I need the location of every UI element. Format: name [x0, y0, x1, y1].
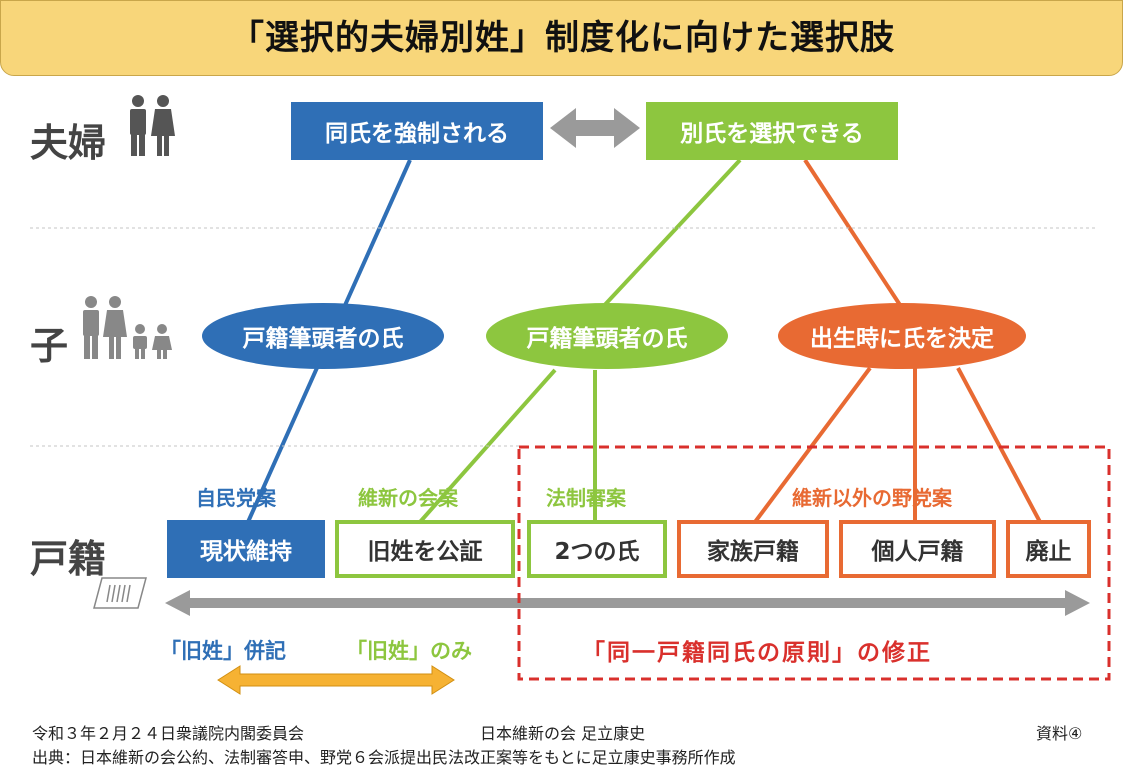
register-card-icon	[93, 577, 147, 609]
footer-author: 日本維新の会 足立康史	[480, 724, 646, 743]
double-arrow-top	[550, 108, 640, 148]
party-label-ldp: 自民党案	[196, 486, 276, 510]
option-abolish: 廃止	[1006, 520, 1091, 578]
party-label-ishin: 維新の会案	[358, 486, 458, 510]
red-dashed-region	[517, 445, 1111, 681]
option-individual-register: 個人戸籍	[839, 520, 996, 578]
row-label-family-register: 戸籍	[30, 537, 107, 581]
blue-ellipse-head-name: 戸籍筆頭者の氏	[202, 303, 444, 369]
option-two-names: 2つの氏	[527, 520, 667, 578]
title-banner	[0, 0, 1123, 76]
orange-connector-1	[753, 366, 872, 524]
row-label-couple: 夫婦	[30, 121, 107, 165]
footer-document-number: 資料④	[1036, 724, 1083, 743]
label-joint-maiden-name: 「旧姓」併記	[160, 639, 286, 663]
family-icon	[83, 296, 172, 359]
orange-connector-3	[956, 367, 1042, 523]
page-title: 「選択的夫婦別姓」制度化に向けた選択肢	[230, 18, 895, 58]
choose-separate-name-box: 別氏を選択できる	[646, 102, 898, 160]
orange-connector-top	[803, 158, 902, 307]
orange-ellipse-birth-decision: 出生時に氏を決定	[778, 303, 1026, 369]
option-status-quo: 現状維持	[167, 520, 325, 578]
label-maiden-only: 「旧姓」のみ	[346, 639, 472, 663]
footer-source: 出典：日本維新の会公約、法制審答申、野党６会派提出民法改正案等をもとに足立康史事…	[32, 748, 736, 767]
label-principle-revision: 「同一戸籍同氏の原則」の修正	[582, 640, 932, 666]
option-family-register: 家族戸籍	[677, 520, 829, 578]
yellow-double-arrow	[217, 665, 455, 695]
party-label-opposition: 維新以外の野党案	[792, 486, 952, 510]
forced-same-name-box: 同氏を強制される	[291, 102, 543, 160]
gray-scale-arrow	[165, 590, 1090, 616]
green-connector-top	[598, 158, 742, 312]
option-certify-maiden-name: 旧姓を公証	[335, 520, 515, 578]
party-label-council: 法制審案	[546, 486, 626, 510]
couple-icon	[130, 95, 175, 156]
green-ellipse-head-name: 戸籍筆頭者の氏	[486, 303, 728, 369]
row-label-child: 子	[30, 324, 69, 368]
footer-committee-date: 令和３年２月２４日衆議院内閣委員会	[32, 724, 305, 743]
